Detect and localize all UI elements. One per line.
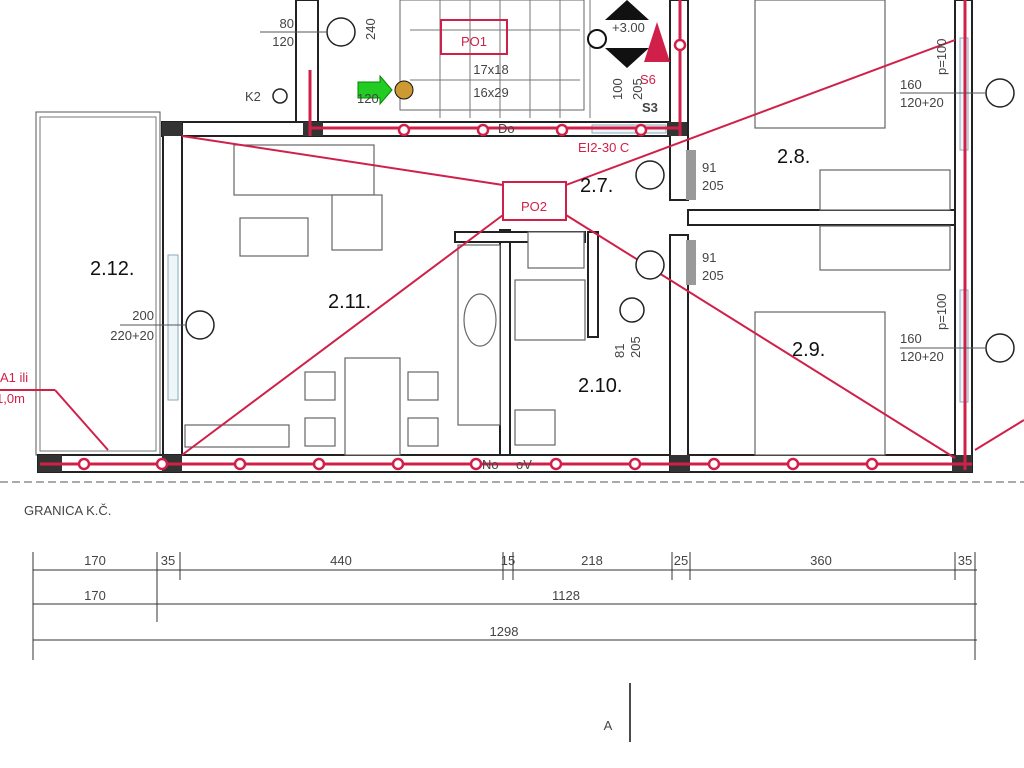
balcony-inner — [39, 116, 157, 452]
room-2-10: 2.10. — [578, 375, 622, 397]
dim-row1-2: 35 — [161, 553, 175, 568]
k2-label: K2 — [245, 89, 261, 104]
window-28-width: 160 — [900, 77, 922, 92]
dim-row1-1: 170 — [84, 553, 106, 568]
s3-label: S3 — [642, 100, 658, 115]
room-2-12: 2.12. — [90, 258, 134, 280]
door-height-205: 205 — [630, 78, 645, 100]
po2-box — [502, 181, 567, 221]
ov-label: oV — [516, 457, 532, 472]
door-210-height: 205 — [628, 336, 643, 358]
window-29-width: 160 — [900, 331, 922, 346]
door-27a — [686, 150, 696, 200]
boundary-label: GRANICA K.Č. — [24, 503, 111, 518]
room-2-11: 2.11. — [328, 291, 371, 313]
dim-row1-3: 440 — [330, 553, 352, 568]
evacuation-route — [0, 0, 1024, 471]
dim-row1-6: 25 — [674, 553, 688, 568]
door-27b-width: 91 — [702, 250, 716, 265]
window-212-height: 220+20 — [110, 328, 154, 343]
level-label: +3.00 — [612, 20, 645, 35]
stair-width: 120 — [357, 91, 379, 106]
room-2-9: 2.9. — [792, 339, 825, 361]
exit-arrow-icon — [357, 74, 393, 106]
a1-label: A1 ili — [0, 370, 28, 385]
window-28-parapet: p=100 — [934, 38, 949, 75]
s6-label: S6 — [640, 72, 656, 87]
furniture — [184, 0, 951, 456]
stair-riser: 17x18 — [473, 62, 508, 77]
window-29-height: 120+20 — [900, 349, 944, 364]
door-27a-width: 91 — [702, 160, 716, 175]
level-marker-icon — [587, 29, 607, 49]
stair-height: 240 — [363, 18, 378, 40]
po1-box — [440, 19, 508, 55]
window-29-parapet: p=100 — [934, 293, 949, 330]
dim-row1-7: 360 — [810, 553, 832, 568]
dim-row2-2: 1128 — [552, 588, 580, 603]
balcony-outline — [35, 111, 161, 456]
po1-label: PO1 — [461, 34, 487, 49]
window-28-height: 120+20 — [900, 95, 944, 110]
stair-tread: 16x29 — [473, 85, 508, 100]
dim-row1-5: 218 — [581, 553, 603, 568]
window-212-width: 200 — [132, 308, 154, 323]
door-27a-height: 205 — [702, 178, 724, 193]
section-label: A — [604, 718, 613, 733]
door-27b-height: 205 — [702, 268, 724, 283]
door-210-width: 81 — [612, 344, 627, 358]
level-up-icon — [605, 0, 649, 20]
fire-extinguisher-icon — [394, 80, 414, 100]
door-width-100: 100 — [610, 78, 625, 100]
level-down-icon — [605, 48, 649, 68]
room-2-8: 2.8. — [777, 146, 810, 168]
window-top-left-height: 120 — [272, 34, 294, 49]
dim-row2-1: 170 — [84, 588, 106, 603]
fire-door-label: EI2-30 C — [578, 140, 629, 155]
dimension-lines — [32, 552, 977, 660]
window-markers — [185, 17, 1015, 363]
dim-row3-1: 1298 — [490, 624, 519, 639]
no-label: No — [482, 457, 499, 472]
room-2-7: 2.7. — [580, 175, 613, 197]
window-top-left-width: 80 — [280, 16, 294, 31]
alarm-triangle-icon — [644, 22, 670, 62]
po2-label: PO2 — [521, 199, 547, 214]
dim-row1-4: 15 — [501, 553, 515, 568]
door-27b — [686, 240, 696, 285]
distance-label: 1,0m — [0, 391, 25, 406]
do-label: Do — [498, 121, 515, 136]
dim-row1-8: 35 — [958, 553, 972, 568]
